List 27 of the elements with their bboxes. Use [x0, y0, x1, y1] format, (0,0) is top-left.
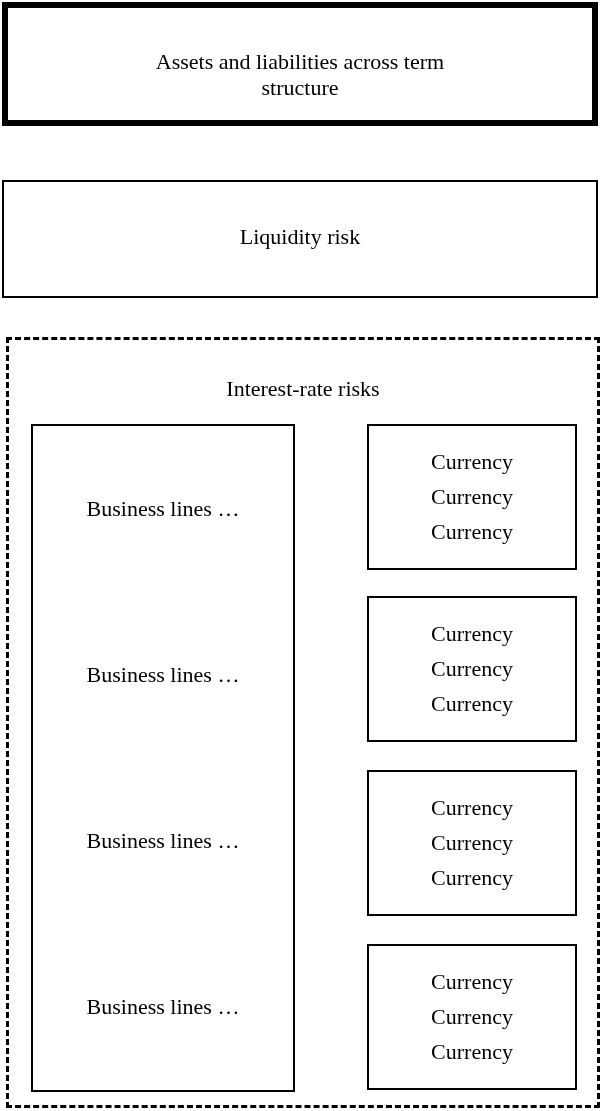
currency-box: [367, 944, 577, 1090]
box-text: Currency: [431, 690, 513, 717]
box-text: Currency: [431, 829, 513, 856]
box-text: Currency: [431, 620, 513, 647]
currency-box: [367, 424, 577, 570]
box-text: Liquidity risk: [239, 224, 361, 250]
box-text: Currency: [431, 864, 513, 891]
box-text: Currency: [431, 655, 513, 682]
currency-box: [367, 770, 577, 916]
box-text: Currency: [431, 448, 513, 475]
box-text: Business lines …: [86, 994, 240, 1020]
box-text: Assets and liabilities across term structure: [154, 49, 446, 101]
box-text: Currency: [431, 483, 513, 510]
currency-box: [367, 596, 577, 742]
box-text: Business lines …: [86, 496, 240, 522]
box-text: Currency: [431, 518, 513, 545]
box-text: Currency: [431, 1003, 513, 1030]
box-text: Currency: [431, 1038, 513, 1065]
box-text: Business lines …: [86, 828, 240, 854]
box-text: Currency: [431, 794, 513, 821]
risk-box: [2, 180, 598, 298]
heading-box: [2, 2, 598, 126]
box-text: Business lines …: [86, 662, 240, 688]
box-text: Currency: [431, 968, 513, 995]
box-text: Interest-rate risks: [226, 376, 380, 402]
dashed-group-frame: [6, 337, 600, 1108]
tall-box: [31, 424, 295, 1092]
